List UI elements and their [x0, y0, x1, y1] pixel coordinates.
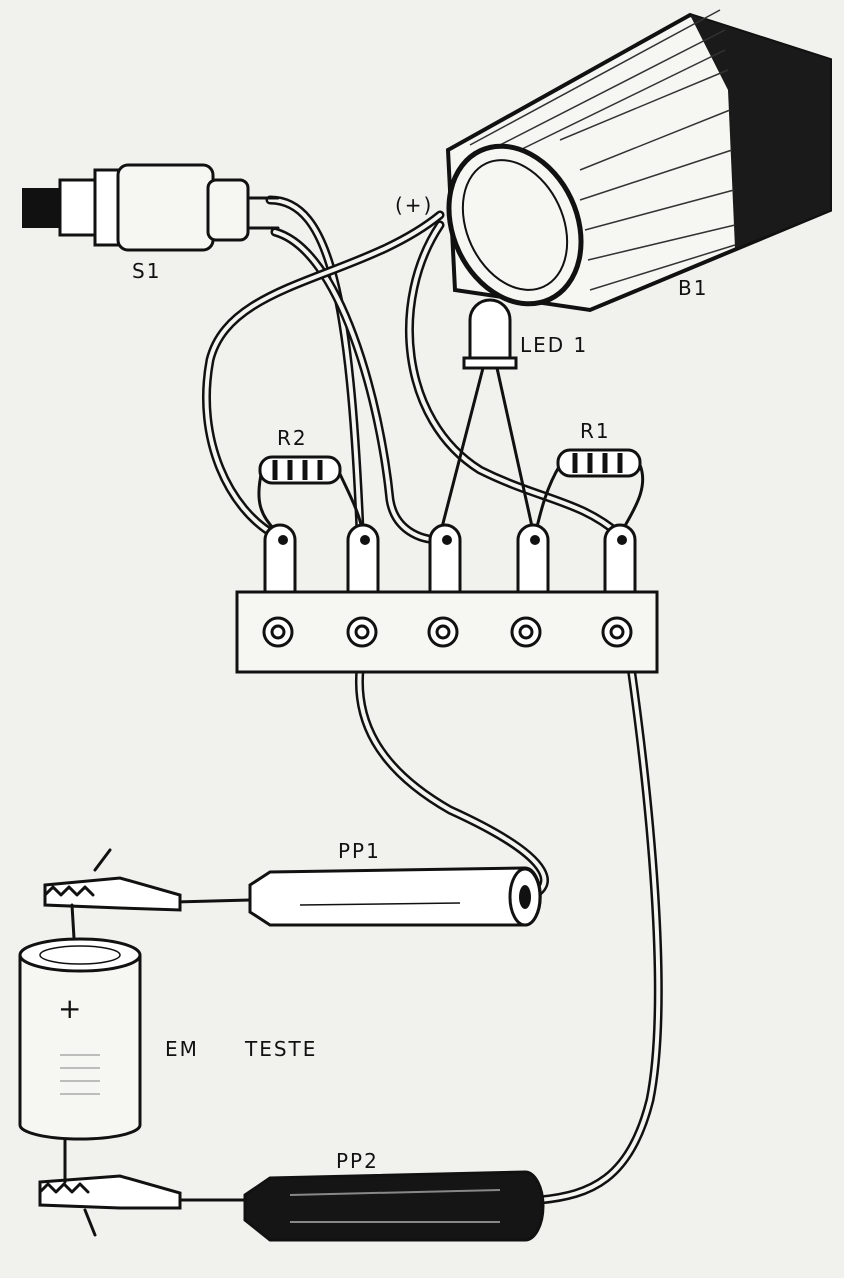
label-battery-positive: (+): [395, 193, 433, 217]
label-teste: TESTE: [244, 1037, 317, 1061]
resistor-r2: [257, 455, 364, 532]
alligator-clip-bottom: [38, 1133, 182, 1237]
terminal-strip: [235, 523, 659, 674]
battery-b1: [445, 9, 832, 313]
switch-s1: [22, 163, 280, 252]
label-pp1: PP1: [338, 839, 381, 863]
label-led1: LED 1: [520, 333, 588, 357]
probe-pp2: [173, 1170, 545, 1242]
resistor-r1: [533, 448, 645, 537]
label-s1: S1: [132, 259, 161, 283]
wires: [202, 195, 663, 1205]
led-1: [438, 298, 537, 542]
label-b1: B1: [678, 276, 708, 300]
label-r2: R2: [277, 426, 308, 450]
probe-pp1: [173, 866, 542, 927]
alligator-clip-top: [43, 848, 182, 957]
capacitor-under-test: [18, 937, 142, 1141]
label-em: EM: [165, 1037, 199, 1061]
label-pp2: PP2: [336, 1149, 379, 1173]
label-r1: R1: [580, 419, 611, 443]
label-capacitor-plus: +: [58, 992, 83, 1025]
